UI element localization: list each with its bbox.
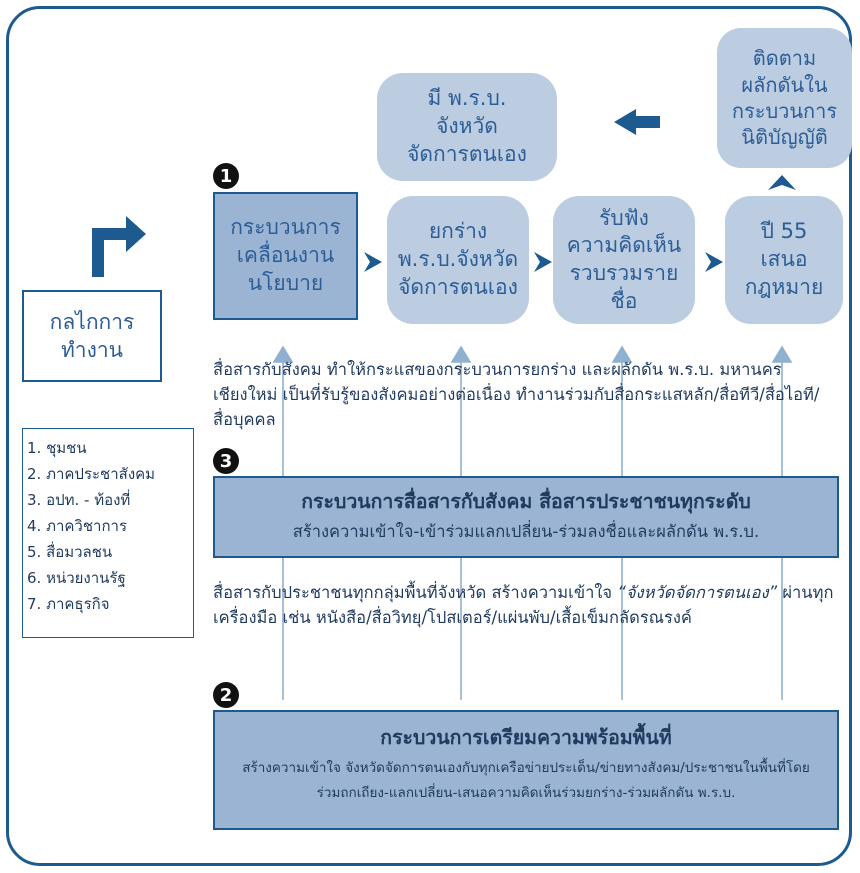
chevron-right-icon <box>705 252 723 272</box>
box-policy-process: กระบวนการ เคลื่อนงาน นโยบาย <box>213 192 358 320</box>
box-submit-55: ปี 55 เสนอ กฎหมาย <box>725 196 843 324</box>
list-item: 7. ภาคธุรกิจ <box>27 595 110 613</box>
para-italic: “จังหวัดจัดการตนเอง” <box>617 583 778 602</box>
para-text: สื่อสารกับประชาชนทุกกลุ่มพื้นที่จังหวัด … <box>213 583 618 602</box>
connector-arrowhead-1 <box>272 345 294 363</box>
chevron-right-icon <box>534 252 552 272</box>
list-item: 2. ภาคประชาสังคม <box>27 465 156 483</box>
step-number-1: 1 <box>213 163 239 189</box>
box-line: รับฟัง <box>599 205 649 230</box>
list-item: 1. ชุมชน <box>27 439 87 457</box>
step-number-text: 1 <box>219 165 233 187</box>
box-mechanism: กลไกการ ทำงาน <box>22 290 162 382</box>
chevron-up-icon <box>768 175 796 190</box>
box-line: มี พ.ร.บ. <box>427 86 507 111</box>
connector-arrowhead-3 <box>611 345 633 363</box>
step-number-2: 2 <box>213 682 239 708</box>
connector-arrowhead-4 <box>771 345 793 363</box>
box-line: กระบวนการ <box>230 215 341 240</box>
box-hearing: รับฟัง ความคิดเห็น รวบรวมราย ชื่อ <box>553 196 695 324</box>
list-item: 5. สื่อมวลชน <box>27 543 113 561</box>
box-line: ปี 55 <box>760 219 808 244</box>
box-title: กระบวนการเตรียมความพร้อมพื้นที่ <box>380 726 672 749</box>
box-body: สร้างความเข้าใจ จังหวัดจัดการตนเองกับทุก… <box>242 760 810 801</box>
diagram-frame <box>6 6 852 866</box>
box-line: จัดการตนเอง <box>407 141 527 166</box>
box-line: ยกร่าง <box>428 219 488 244</box>
box-line: ทำงาน <box>60 338 124 362</box>
chevron-right-icon <box>364 252 382 272</box>
box-line: รวบรวมราย <box>569 261 679 285</box>
box-follow-up: ติดตาม ผลักดันใน กระบวนการ นิติบัญญัติ <box>717 28 852 168</box>
turn-arrow-stem <box>92 240 104 277</box>
turn-right-arrow-icon <box>92 216 146 252</box>
list-item: 4. ภาควิชาการ <box>27 517 128 535</box>
box-line: ติดตาม <box>752 46 817 71</box>
box-line: ความคิดเห็น <box>566 233 682 258</box>
list-item: 6. หน่วยงานรัฐ <box>27 569 126 587</box>
box-line: เคลื่อนงาน <box>236 243 335 268</box>
box-line: นิติบัญญัติ <box>741 125 828 150</box>
box-line: พ.ร.บ.จังหวัด <box>397 247 519 272</box>
step-number-3: 3 <box>213 448 239 474</box>
box-social-communication: กระบวนการสื่อสารกับสังคม สื่อสารประชาชนท… <box>213 476 839 558</box>
box-line: เสนอ <box>760 247 808 272</box>
box-line: กลไกการ <box>49 309 135 334</box>
box-line: จังหวัด <box>436 114 498 139</box>
box-subtitle: สร้างความเข้าใจ-เข้าร่วมแลกเปลี่ยน-ร่วมล… <box>292 522 760 541</box>
box-title: กระบวนการสื่อสารกับสังคม สื่อสารประชาชนท… <box>301 490 751 513</box>
box-line: ชื่อ <box>610 288 638 313</box>
box-draft-law: ยกร่าง พ.ร.บ.จังหวัด จัดการตนเอง <box>387 196 529 324</box>
para-text: ผ่านทุกเครื่องมือ เช่น หนังสือ/สื่อวิทยุ… <box>213 583 834 627</box>
stakeholder-list: 1. ชุมชน 2. ภาคประชาสังคม 3. อปท. - ท้อง… <box>22 428 194 638</box>
paragraph-social-communication: สื่อสารกับสังคม ทำให้กระแสของกระบวนการยก… <box>213 360 820 429</box>
box-line: จัดการตนเอง <box>398 274 518 299</box>
box-area-preparation: กระบวนการเตรียมความพร้อมพื้นที่ สร้างควา… <box>213 710 839 830</box>
box-line: กระบวนการ <box>731 99 838 123</box>
step-number-text: 2 <box>219 684 233 706</box>
box-line: กฎหมาย <box>744 274 824 299</box>
box-line: นโยบาย <box>247 270 324 295</box>
left-arrow-icon <box>614 109 660 135</box>
connector-arrowhead-2 <box>450 345 472 363</box>
box-line: ผลักดันใน <box>741 72 828 97</box>
box-law-enacted: มี พ.ร.บ. จังหวัด จัดการตนเอง <box>377 73 557 181</box>
step-number-text: 3 <box>219 450 233 472</box>
paragraph-public-communication: สื่อสารกับประชาชนทุกกลุ่มพื้นที่จังหวัด … <box>213 580 838 630</box>
list-item: 3. อปท. - ท้องที่ <box>27 491 131 509</box>
